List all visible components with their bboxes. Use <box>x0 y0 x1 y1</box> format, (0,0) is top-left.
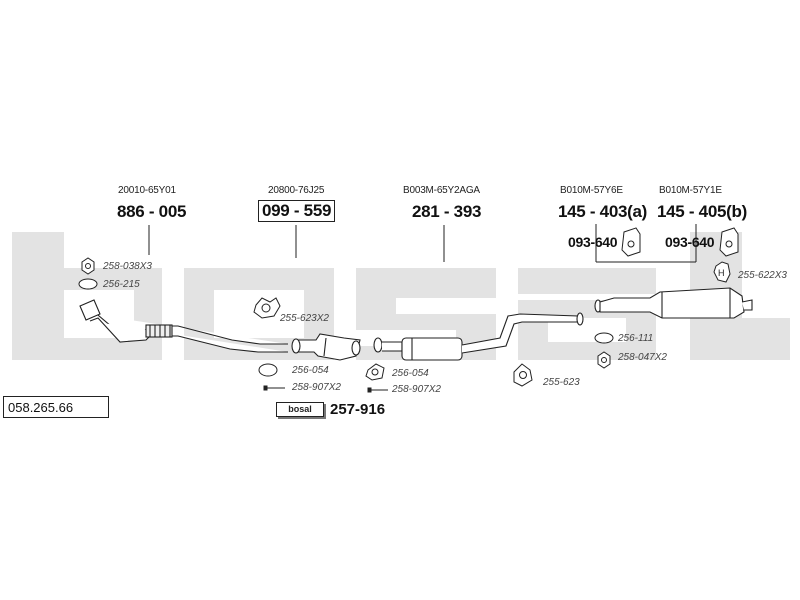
part-label-258-907X2-b: 258-907X2 <box>392 384 441 395</box>
part-label-256-111: 256-111 <box>618 333 654 344</box>
part-label-255-622X3: 255-622X3 <box>738 270 787 281</box>
bolt-icon <box>367 387 388 393</box>
part-label-258-038X3: 258-038X3 <box>103 261 152 272</box>
nut-icon <box>597 351 611 369</box>
oem-number-3: B003M-65Y2AGA <box>403 185 480 196</box>
catalog-number: 058.265.66 <box>3 396 109 418</box>
part-number-catalyst: 099 - 559 <box>258 200 336 222</box>
gasket-ring-icon <box>594 332 614 344</box>
catalytic-converter <box>291 333 361 361</box>
bosal-kit-logo: bosal <box>276 402 324 417</box>
part-label-255-623X2: 255-623X2 <box>280 313 329 324</box>
part-label-256-054-a: 256-054 <box>292 365 329 376</box>
part-label-258-907X2-a: 258-907X2 <box>292 382 341 393</box>
flange-gasket-icon <box>365 363 385 381</box>
part-label-256-215: 256-215 <box>103 279 140 290</box>
oem-number-2: 20800-76J25 <box>268 185 325 196</box>
part-number-rear-silencer-a: 145 - 403(a) <box>558 202 648 221</box>
svg-text:H: H <box>718 268 725 278</box>
part-number-rear-silencer-b: 145 - 405(b) <box>657 202 747 221</box>
rubber-mount-icon <box>719 227 739 257</box>
flange-gasket-icon <box>513 363 533 387</box>
kit-number: 257-916 <box>330 401 386 418</box>
bolt-icon <box>263 385 285 391</box>
part-label-255-623: 255-623 <box>543 377 580 388</box>
front-pipe <box>79 299 288 353</box>
flange-gasket-icon <box>253 297 281 319</box>
mount-ref-b: 093-640 <box>665 234 715 250</box>
oem-number-4: B010M-57Y6E <box>560 185 623 196</box>
gasket-ring-icon <box>258 363 278 377</box>
rubber-mount-icon <box>621 227 641 257</box>
rear-silencer <box>594 287 753 319</box>
part-label-258-047X2: 258-047X2 <box>618 352 667 363</box>
h-clamp-icon: H <box>713 261 731 283</box>
part-number-front-pipe: 886 - 005 <box>117 202 187 221</box>
part-label-256-054-b: 256-054 <box>392 368 429 379</box>
oem-number-1: 20010-65Y01 <box>118 185 176 196</box>
nut-icon <box>81 257 95 275</box>
mount-ref-a: 093-640 <box>568 234 618 250</box>
gasket-ring-icon <box>78 278 98 290</box>
oem-number-5: B010M-57Y1E <box>659 185 722 196</box>
centre-silencer <box>373 312 584 361</box>
part-number-centre-silencer: 281 - 393 <box>412 202 482 221</box>
